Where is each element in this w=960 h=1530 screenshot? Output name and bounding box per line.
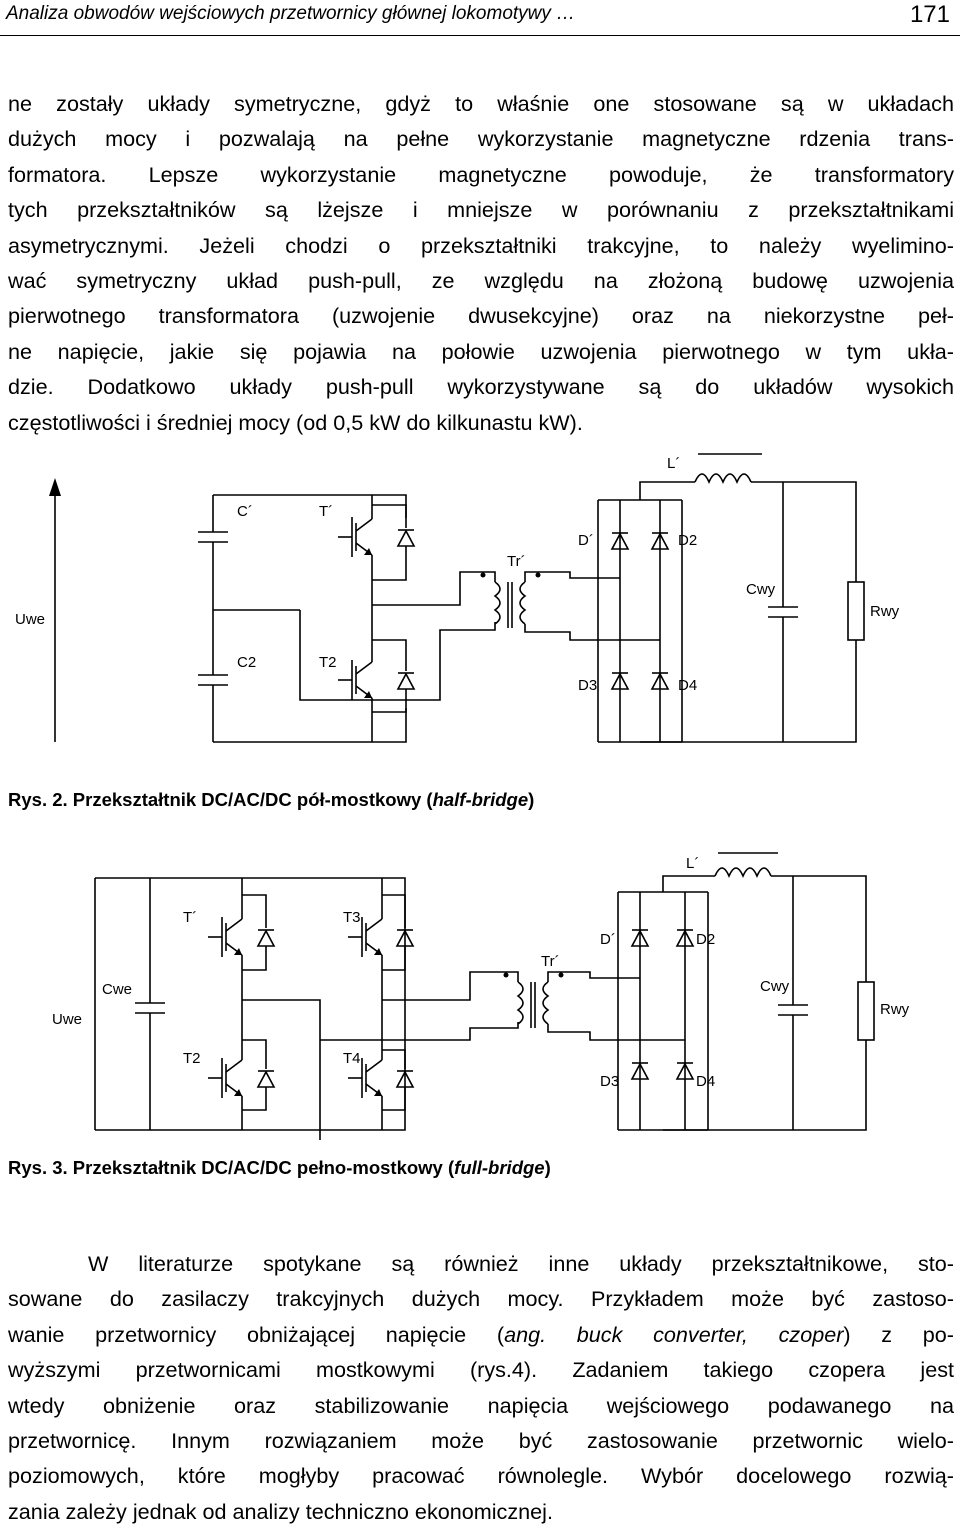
uwe-arrow-head — [49, 478, 61, 496]
label-cwe: Cwe — [102, 981, 132, 998]
paragraph-line: pierwotnego transformatora (uzwojenie dw… — [8, 303, 954, 329]
figure-3-caption: Rys. 3. Przekształtnik DC/AC/DC pełno-mo… — [8, 1157, 551, 1179]
paragraph-line: formatora. Lepsze wykorzystanie magnetyc… — [8, 161, 954, 187]
paragraph-line: ne napięcie, jakie się pojawia na połowi… — [8, 338, 954, 364]
transformer-tr1 — [503, 972, 564, 1028]
paragraph-line: przetwornicę. Innym rozwiązaniem może by… — [8, 1428, 954, 1454]
label-l1: L´ — [667, 455, 680, 472]
label-d2: D2 — [696, 931, 715, 948]
label-cwy: Cwy — [760, 978, 790, 995]
label-uwe: Uwe — [52, 1011, 82, 1028]
transistor-t2 — [207, 1057, 243, 1099]
paragraph-line: sowane do zasilaczy trakcyjnych dużych m… — [8, 1286, 954, 1312]
label-t2: T2 — [183, 1050, 201, 1067]
page-number: 171 — [909, 1, 950, 28]
running-header: Analiza obwodów wejściowych przetwornicy… — [0, 0, 960, 38]
transistor-t1 — [207, 916, 243, 958]
label-d1: D´ — [578, 532, 594, 549]
label-d2: D2 — [678, 532, 697, 549]
label-t2: T2 — [319, 654, 337, 671]
label-tr1: Tr´ — [541, 953, 560, 970]
label-t1: T´ — [183, 909, 197, 926]
rectifier-bridge — [619, 500, 661, 742]
label-l1: L´ — [686, 855, 699, 872]
resistor-rwy — [847, 581, 865, 641]
rectifier-bridge — [639, 892, 686, 1130]
label-rwy: Rwy — [870, 603, 900, 620]
label-tr1: Tr´ — [507, 553, 526, 570]
transformer-tr1 — [480, 572, 541, 628]
paragraph-line: dużych mocy i pozwalają na pełne wykorzy… — [8, 126, 954, 152]
running-header-title: Analiza obwodów wejściowych przetwornicy… — [6, 3, 576, 24]
diode-t2 — [397, 672, 415, 690]
header-rule — [0, 35, 960, 36]
caption-text: Rys. 2. Przekształtnik DC/AC/DC pół-most… — [8, 789, 433, 810]
paragraph-line: częstotliwości i średniej mocy (od 0,5 k… — [8, 409, 583, 435]
label-t4: T4 — [343, 1050, 361, 1067]
caption-text: ) — [528, 789, 535, 810]
inductor-l1 — [714, 852, 778, 878]
label-c2: C2 — [237, 654, 256, 671]
label-cwy: Cwy — [746, 581, 776, 598]
label-d4: D4 — [678, 677, 697, 694]
paragraph-2: W literaturze spotykane są również inne … — [8, 1246, 954, 1529]
label-d3: D3 — [600, 1073, 619, 1090]
caption-term: full-bridge — [454, 1157, 545, 1178]
transistor-t2 — [337, 659, 373, 701]
paragraph-line: W literaturze spotykane są również inne … — [88, 1251, 954, 1276]
label-t3: T3 — [343, 909, 361, 926]
label-uwe: Uwe — [15, 611, 45, 628]
diode-t1 — [397, 529, 415, 547]
diode-t2 — [257, 1070, 275, 1088]
paragraph-line: dzie. Dodatkowo układy push-pull wykorzy… — [8, 374, 954, 400]
paragraph-line: tych przekształtników są lżejsze i mniej… — [8, 197, 954, 223]
transistor-t1 — [337, 516, 373, 558]
caption-term: half-bridge — [432, 789, 529, 810]
figure-2-caption: Rys. 2. Przekształtnik DC/AC/DC pół-most… — [8, 789, 534, 811]
paragraph-line: wać symetryczny układ push-pull, ze wzgl… — [8, 268, 954, 294]
diode-t1 — [257, 929, 275, 947]
paragraph-line: zania zależy jednak od analizy techniczn… — [8, 1498, 553, 1524]
paragraph-line: ne zostały układy symetryczne, gdyż to w… — [8, 91, 954, 116]
paragraph-1: ne zostały układy symetryczne, gdyż to w… — [8, 86, 954, 440]
label-c1: C´ — [237, 503, 253, 520]
inductor-l1 — [694, 453, 762, 484]
label-t1: T´ — [319, 503, 333, 520]
figure-3-full-bridge-circuit: Uwe Cwe T´ T2 T3 T4 Tr´ — [52, 852, 910, 1140]
paragraph-text: ) z po- — [843, 1321, 955, 1347]
paragraph-line: asymetrycznymi. Jeżeli chodzi o przekszt… — [8, 232, 954, 258]
caption-text: Rys. 3. Przekształtnik DC/AC/DC pełno-mo… — [8, 1157, 455, 1178]
paragraph-line: poziomowych, które mogłyby pracować równ… — [8, 1463, 954, 1489]
caption-text: ) — [544, 1157, 551, 1178]
figure-2-half-bridge-circuit: Uwe C´ C2 T´ T2 Tr´ — [15, 453, 900, 743]
label-d3: D3 — [578, 677, 597, 694]
paragraph-line: wyższymi przetwornicami mostkowymi (rys.… — [8, 1357, 954, 1383]
label-d1: D´ — [600, 931, 616, 948]
paragraph-text: wanie przetwornicy obniżającej napięcie … — [8, 1321, 505, 1347]
label-rwy: Rwy — [880, 1001, 910, 1018]
resistor-rwy — [857, 981, 875, 1041]
label-d4: D4 — [696, 1073, 715, 1090]
paragraph-line: wtedy obniżenie oraz stabilizowanie napi… — [8, 1392, 954, 1418]
paragraph-term: ang. buck converter, czoper — [504, 1321, 844, 1347]
paragraph-line: wanie przetwornicy obniżającej napięcie … — [8, 1317, 954, 1352]
